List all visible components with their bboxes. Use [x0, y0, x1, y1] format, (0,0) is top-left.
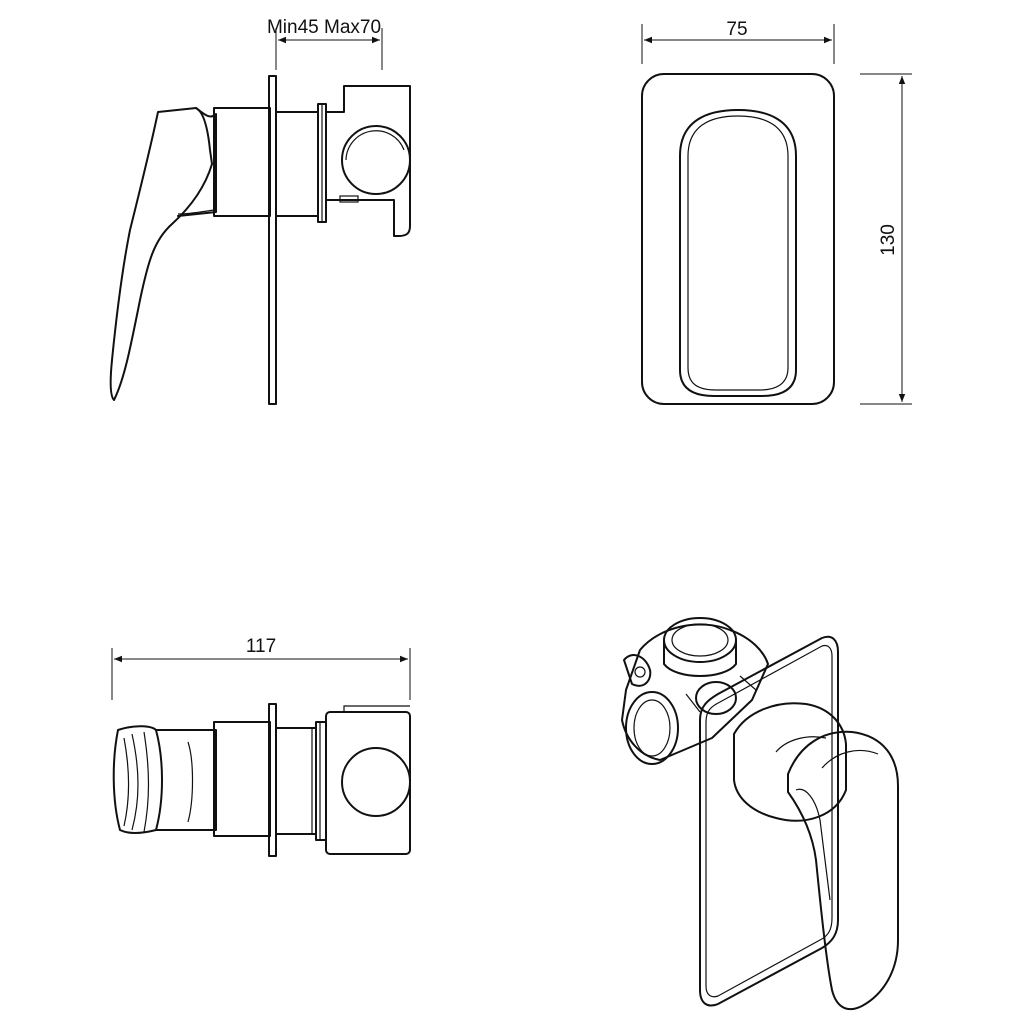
outlet-port-top: [341, 747, 411, 817]
lever-handle: [109, 107, 213, 401]
cover-plate-edge: [268, 75, 277, 405]
height-dimension: 130: [860, 73, 912, 405]
top-view: 117: [111, 636, 411, 857]
lever-iso: [787, 730, 899, 1011]
plate-width-label: 75: [726, 19, 747, 40]
lever-front: [679, 109, 797, 397]
overall-length-label: 117: [246, 636, 276, 657]
body-cylinder-top: [213, 721, 271, 837]
depth-dimension: Min45 Max70: [267, 17, 383, 70]
outlet-port: [341, 125, 411, 195]
width-dimension: 75: [641, 19, 835, 64]
valve-body-top: [325, 711, 411, 855]
cover-plate: [641, 73, 835, 405]
body-cylinder: [213, 107, 271, 217]
isometric-view: [621, 617, 899, 1011]
cover-plate-iso: [699, 635, 839, 1007]
plate-height-label: 130: [878, 224, 899, 256]
depth-range-label: Min45 Max70: [267, 17, 381, 38]
side-view: Min45 Max70: [109, 17, 411, 405]
length-dimension: 117: [111, 636, 411, 700]
valve-body-iso: [621, 623, 769, 761]
front-view: 75 130: [641, 19, 912, 405]
valve-body: [325, 85, 411, 237]
